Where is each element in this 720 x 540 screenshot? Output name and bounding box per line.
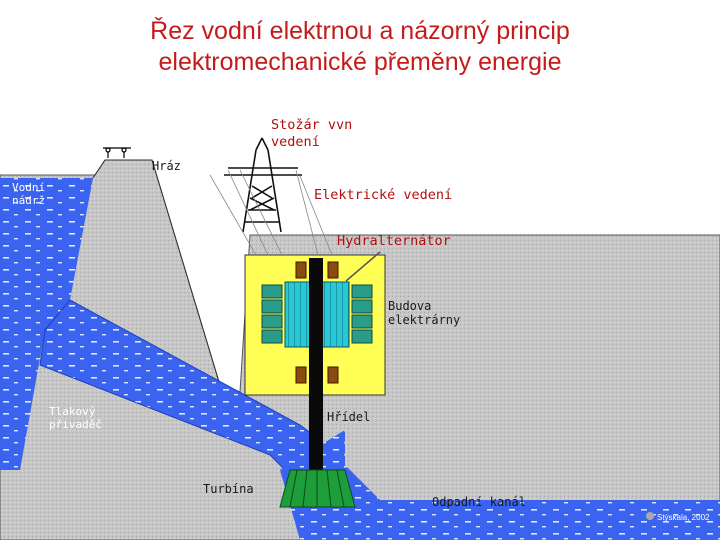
label-generator: Hydralternátor	[337, 233, 451, 249]
pole-bottom-right	[327, 366, 339, 384]
credit-text: Stýskala, 2002	[657, 513, 710, 522]
title-line-1: Řez vodní elektrnou a názorný princip	[150, 17, 570, 45]
generator-coils-right	[351, 284, 373, 344]
label-tailrace: Odpadní kanál	[432, 495, 526, 509]
reservoir-water	[0, 178, 93, 470]
generator-pointer	[345, 251, 381, 282]
power-lines	[209, 169, 333, 256]
label-building: Budova elektrárny	[388, 299, 461, 327]
dam-face	[92, 159, 223, 393]
label-dam: Hráz	[152, 159, 181, 173]
credit-dot	[646, 512, 654, 520]
people-on-dam	[103, 147, 131, 158]
title-line-2: elektromechanické přeměny energie	[158, 48, 562, 76]
page-title: Řez vodní elektrnou a názorný princip el…	[0, 16, 720, 78]
label-shaft: Hřídel	[327, 410, 371, 424]
pole-top-right	[327, 261, 339, 279]
pylon	[224, 137, 302, 233]
label-reservoir: Vodní nádrž	[12, 181, 46, 207]
shaft	[309, 258, 323, 476]
label-power-line: Elektrické vedení	[314, 187, 453, 203]
pole-top-left	[295, 261, 307, 279]
label-turbine: Turbína	[203, 482, 254, 496]
label-pylon: Stožár vvn vedení	[271, 117, 353, 150]
label-penstock: Tlakový přivaděč	[49, 405, 102, 431]
generator-coils-left	[261, 284, 283, 344]
pole-bottom-left	[295, 366, 307, 384]
tailrace-water	[280, 430, 720, 540]
